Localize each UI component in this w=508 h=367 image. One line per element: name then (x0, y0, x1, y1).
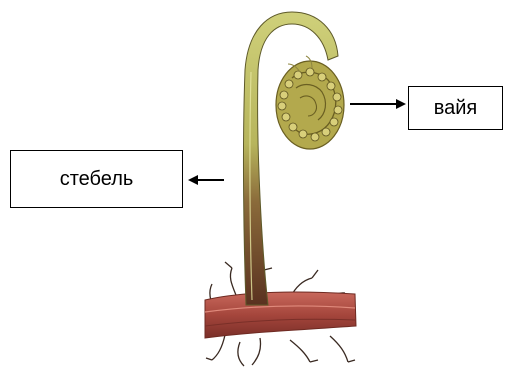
arrow-right-icon (350, 99, 406, 109)
stem-label: стебель (60, 168, 134, 191)
arrow-left-icon (188, 175, 224, 185)
fiddlehead (276, 56, 344, 149)
rhizome (205, 292, 356, 338)
stem (243, 12, 338, 305)
frond-label-box: вайя (408, 86, 503, 130)
stem-label-box: стебель (10, 150, 183, 208)
frond-label: вайя (434, 97, 478, 120)
